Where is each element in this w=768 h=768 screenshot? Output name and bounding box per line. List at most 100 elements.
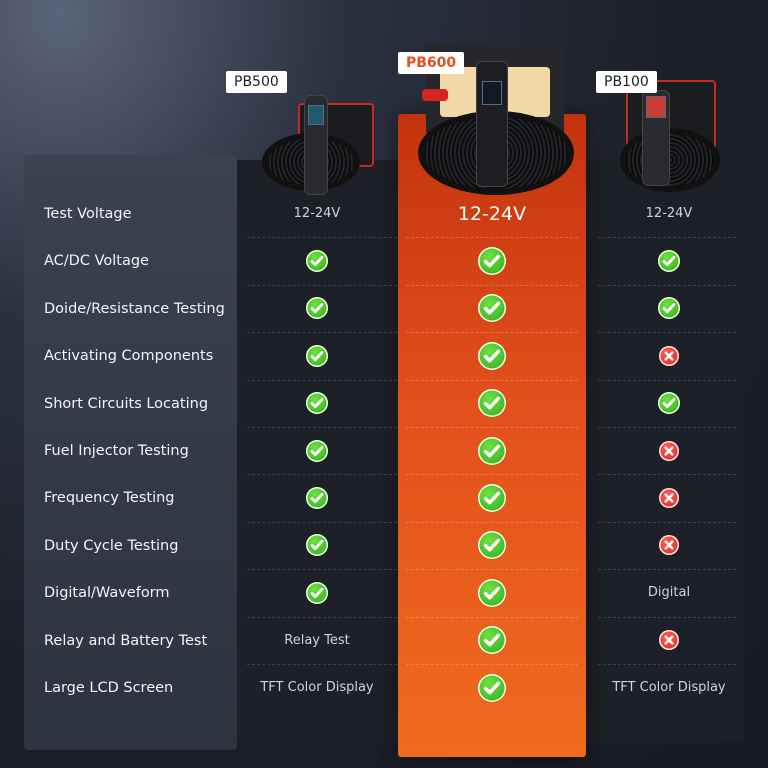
check-circle-icon [478, 578, 506, 607]
row-0-col-2-cell: 12-24V [584, 190, 754, 237]
row-divider [598, 379, 736, 381]
row-label: AC/DC Voltage [44, 253, 149, 270]
row-2-col-1-cell [407, 285, 577, 332]
row-6-col-1-cell [407, 474, 577, 521]
check-circle-icon [478, 389, 506, 418]
check-circle-icon [306, 487, 328, 510]
check-circle-icon [478, 247, 506, 276]
row-divider [247, 332, 397, 334]
row-divider [247, 379, 397, 381]
cell-text: Relay Test [284, 632, 350, 648]
row-6-col-2-cell [584, 474, 754, 521]
row-label: Activating Components [44, 348, 214, 365]
product-image-pb500 [262, 95, 374, 195]
row-divider [598, 616, 736, 618]
check-circle-icon [658, 392, 680, 415]
check-circle-icon [306, 439, 328, 462]
check-circle-icon [306, 581, 328, 604]
x-circle-icon [659, 630, 679, 651]
product-image-pb100 [616, 80, 720, 192]
row-1-col-0-cell [232, 237, 402, 284]
labels-panel [24, 155, 237, 750]
product-tag-pb600: PB600 [398, 52, 465, 74]
row-divider [247, 474, 397, 476]
row-10-col-1-cell [407, 664, 577, 711]
check-circle-icon [478, 531, 506, 560]
row-5-col-1-cell [407, 427, 577, 474]
cell-text: 12-24V [457, 202, 527, 225]
check-circle-icon [478, 341, 506, 370]
row-0-col-1-cell: 12-24V [407, 190, 577, 237]
product-image-pb600 [418, 45, 574, 195]
row-2-col-0-cell [232, 285, 402, 332]
check-circle-icon [478, 626, 506, 655]
x-circle-icon [659, 535, 679, 556]
row-divider [406, 664, 578, 665]
row-divider [598, 427, 736, 428]
row-divider [598, 284, 736, 286]
row-9-col-1-cell [407, 617, 577, 664]
row-divider [406, 332, 578, 334]
check-circle-icon [306, 297, 328, 320]
row-divider [247, 569, 397, 571]
product-tag-pb100: PB100 [596, 71, 657, 93]
cell-text: 12-24V [645, 206, 693, 222]
row-label: Frequency Testing [44, 490, 175, 507]
row-4-col-1-cell [407, 380, 577, 427]
row-10-col-2-cell: TFT Color Display [584, 664, 754, 711]
row-divider [598, 521, 736, 523]
row-label: Test Voltage [44, 206, 132, 222]
check-circle-icon [658, 250, 680, 273]
row-6-col-0-cell [232, 474, 402, 521]
row-9-col-0-cell: Relay Test [232, 617, 402, 664]
check-circle-icon [478, 673, 506, 702]
row-divider [406, 237, 578, 239]
cell-text: Digital [647, 585, 691, 601]
row-divider [247, 664, 397, 665]
x-circle-icon [659, 488, 679, 509]
row-1-col-1-cell [407, 237, 577, 284]
row-0-col-0-cell: 12-24V [232, 190, 402, 237]
check-circle-icon [306, 250, 328, 273]
row-divider [406, 569, 578, 571]
check-circle-icon [306, 392, 328, 415]
row-divider [247, 521, 397, 523]
row-3-col-2-cell [584, 332, 754, 379]
row-divider [406, 616, 578, 618]
row-divider [406, 379, 578, 381]
check-circle-icon [478, 294, 506, 323]
row-8-col-1-cell [407, 569, 577, 616]
row-7-col-0-cell [232, 522, 402, 569]
check-circle-icon [306, 534, 328, 557]
row-divider [598, 474, 736, 476]
row-divider [406, 474, 578, 476]
row-divider [406, 284, 578, 286]
row-divider [598, 664, 736, 665]
x-circle-icon [659, 440, 679, 461]
row-9-col-2-cell [584, 617, 754, 664]
cell-text: TFT Color Display [260, 680, 374, 696]
row-7-col-2-cell [584, 522, 754, 569]
row-divider [598, 569, 736, 571]
row-divider [247, 237, 397, 239]
cell-text: 12-24V [293, 206, 341, 222]
check-circle-icon [658, 297, 680, 320]
row-8-col-0-cell [232, 569, 402, 616]
check-circle-icon [478, 484, 506, 513]
row-label: Fuel Injector Testing [44, 443, 189, 459]
row-divider [406, 521, 578, 523]
product-tag-pb500: PB500 [226, 71, 287, 93]
x-circle-icon [659, 345, 679, 366]
cell-text: TFT Color Display [612, 680, 726, 696]
row-8-col-2-cell: Digital [584, 569, 754, 616]
check-circle-icon [478, 436, 506, 465]
row-3-col-0-cell [232, 332, 402, 379]
row-label: Large LCD Screen [44, 680, 174, 696]
row-1-col-2-cell [584, 237, 754, 284]
row-divider [598, 237, 736, 239]
row-label: Doide/Resistance Testing [44, 300, 225, 317]
row-5-col-0-cell [232, 427, 402, 474]
row-4-col-0-cell [232, 380, 402, 427]
row-divider [247, 616, 397, 618]
row-4-col-2-cell [584, 380, 754, 427]
